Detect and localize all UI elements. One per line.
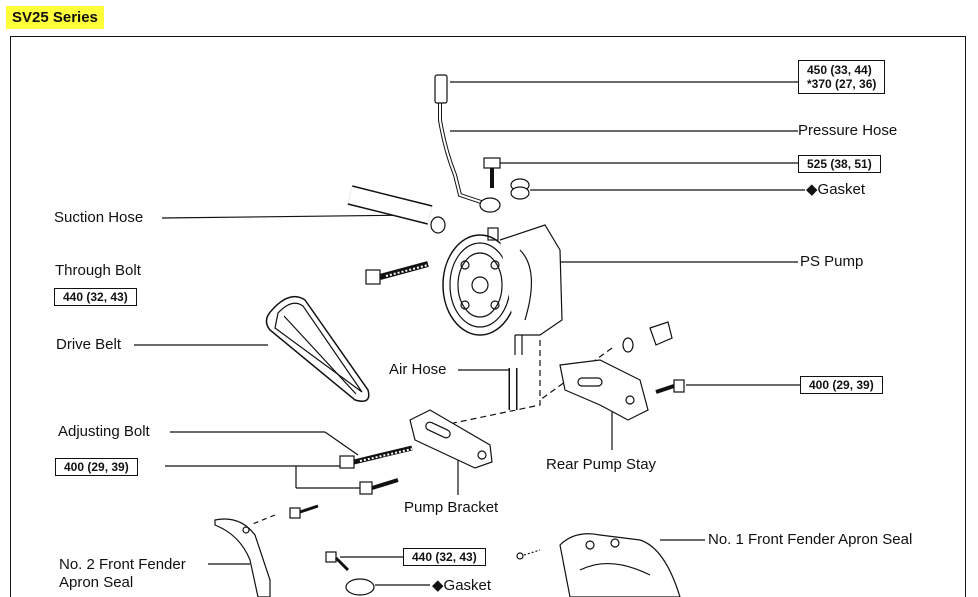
label-gasket-bottom: ◆Gasket — [432, 577, 492, 594]
label-air-hose: Air Hose — [389, 361, 447, 378]
label-through-bolt: Through Bolt — [55, 262, 141, 279]
torque-box-through-bolt: 440 (32, 43) — [54, 288, 137, 306]
label-no2-seal-line2: Apron Seal — [59, 574, 134, 591]
torque-box-union-bolt: 525 (38, 51) — [798, 155, 881, 173]
leader-suction-hose — [161, 214, 421, 219]
series-title: SV25 Series — [6, 6, 104, 29]
diagram-frame — [10, 36, 966, 597]
label-drive-belt: Drive Belt — [56, 336, 122, 353]
torque-pressure-hose-line2: *370 (27, 36) — [807, 77, 877, 91]
torque-pressure-hose-line1: 450 (33, 44) — [807, 63, 872, 77]
torque-box-pressure-hose: 450 (33, 44) *370 (27, 36) — [798, 60, 886, 94]
label-gasket-top: ◆Gasket — [806, 181, 866, 198]
torque-box-rear-stay: 400 (29, 39) — [800, 376, 883, 394]
label-no2-seal-line1: No. 2 Front Fender — [59, 556, 186, 573]
label-pump-bracket: Pump Bracket — [404, 499, 499, 516]
label-ps-pump: PS Pump — [800, 253, 864, 270]
torque-box-bottom-bolt: 440 (32, 43) — [403, 548, 486, 566]
label-pressure-hose: Pressure Hose — [798, 122, 898, 139]
label-suction-hose: Suction Hose — [54, 209, 144, 226]
torque-box-adjusting-bolt: 400 (29, 39) — [55, 458, 138, 476]
leader-adjusting-bolt-2 — [324, 431, 359, 456]
label-adjusting-bolt: Adjusting Bolt — [58, 423, 150, 440]
label-no1-seal: No. 1 Front Fender Apron Seal — [708, 531, 913, 548]
label-rear-pump-stay: Rear Pump Stay — [546, 456, 657, 473]
